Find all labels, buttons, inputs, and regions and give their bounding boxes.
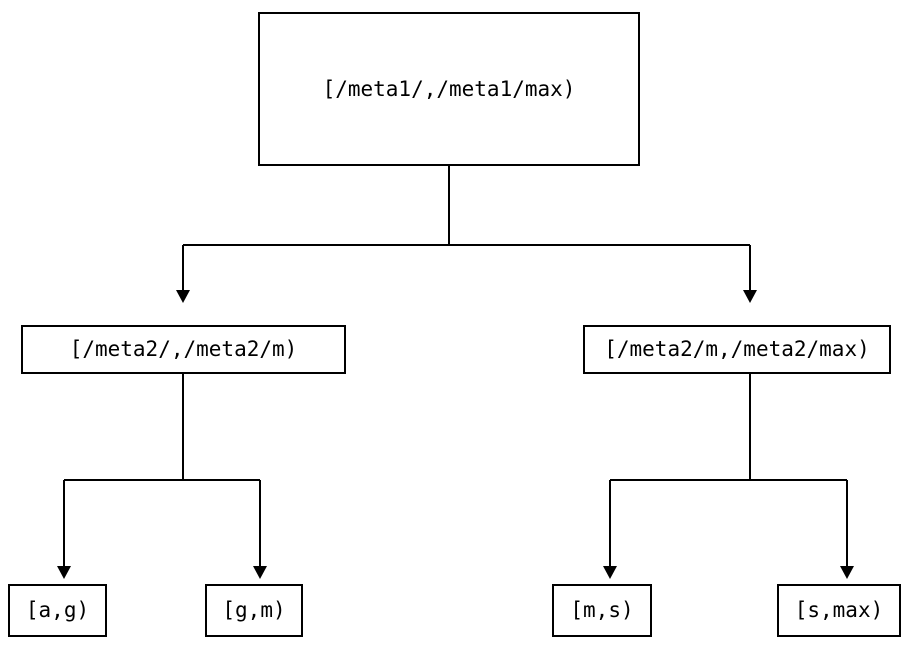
arrowhead-to-leaf3 — [840, 566, 854, 579]
arrowhead-to-leaf2 — [603, 566, 617, 579]
node-leaf-0-label: [a,g) — [25, 598, 90, 622]
arrowhead-to-leaf1 — [253, 566, 267, 579]
node-root-label: [/meta1/,/meta1/max) — [322, 76, 576, 101]
node-root[interactable]: [/meta1/,/meta1/max) — [258, 12, 640, 166]
node-leaf-2-label: [m,s) — [570, 598, 634, 622]
node-leaf-3[interactable]: [s,max) — [777, 584, 901, 637]
node-leaf-2[interactable]: [m,s) — [552, 584, 652, 637]
arrowhead-to-l2a — [176, 290, 190, 303]
node-leaf-3-label: [s,max) — [794, 598, 884, 622]
node-leaf-0[interactable]: [a,g) — [8, 584, 107, 637]
node-level2-right-label: [/meta2/m,/meta2/max) — [604, 337, 870, 361]
arrowhead-to-leaf0 — [57, 566, 71, 579]
node-level2-left-label: [/meta2/,/meta2/m) — [69, 337, 298, 361]
node-leaf-1[interactable]: [g,m) — [205, 584, 303, 637]
arrowhead-to-l2b — [743, 290, 757, 303]
node-level2-left[interactable]: [/meta2/,/meta2/m) — [21, 325, 346, 374]
node-leaf-1-label: [g,m) — [222, 598, 286, 622]
node-level2-right[interactable]: [/meta2/m,/meta2/max) — [583, 325, 891, 374]
